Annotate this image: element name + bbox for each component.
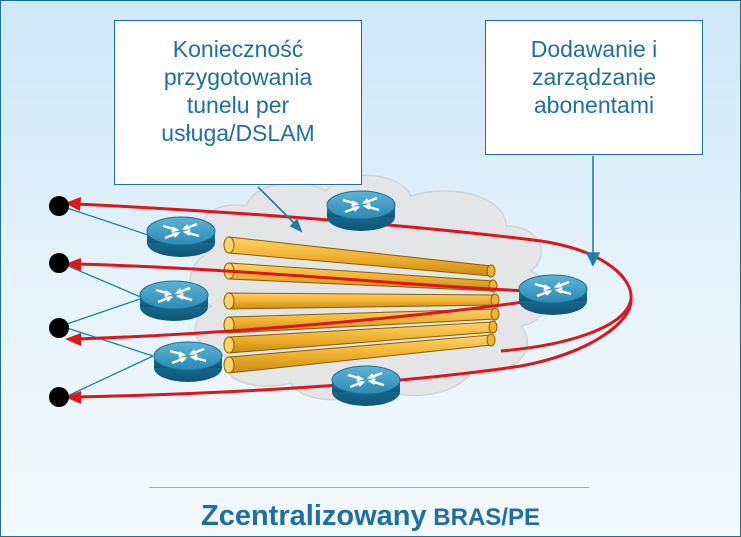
- subscriber-endpoint: [49, 196, 69, 216]
- router-icon: [138, 279, 210, 323]
- callout-subscriber-note: Dodawanie i zarządzanie abonentami: [485, 20, 703, 155]
- router-icon: [330, 364, 402, 408]
- callout-line: Dodawanie i: [530, 36, 658, 62]
- footer-title-suffix: BRAS/PE: [426, 504, 540, 531]
- callout-line: abonentami: [533, 92, 655, 118]
- subscriber-endpoint: [49, 253, 69, 273]
- tunnel-pipe: [223, 236, 496, 278]
- tunnel-pipe: [223, 333, 496, 374]
- callout-tunnel-note: Konieczność przygotowania tunelu per usł…: [114, 20, 362, 185]
- access-links: [60, 205, 154, 400]
- tunnel-pipe: [223, 292, 500, 310]
- callout-line: usługa/DSLAM: [161, 120, 315, 146]
- path-arrowheads: [65, 197, 81, 404]
- subscriber-paths: [76, 202, 633, 399]
- router-icon: [145, 215, 217, 259]
- tunnel-pipe: [223, 320, 498, 354]
- footer-divider: [149, 487, 589, 488]
- router-icon: [517, 273, 589, 317]
- router-icon: [325, 189, 397, 233]
- callout-line: przygotowania: [163, 64, 313, 90]
- footer-title: Zcentralizowany BRAS/PE: [1, 500, 740, 533]
- callout-line: zarządzanie: [531, 64, 657, 90]
- callout-line: tunelu per: [186, 92, 290, 118]
- callout-line: Konieczność: [172, 36, 304, 62]
- callout-pointers: [257, 156, 601, 267]
- footer-title-main: Zcentralizowany: [201, 500, 427, 532]
- subscriber-endpoint: [49, 387, 69, 407]
- subscriber-endpoint: [49, 318, 69, 338]
- router-icon: [152, 340, 224, 384]
